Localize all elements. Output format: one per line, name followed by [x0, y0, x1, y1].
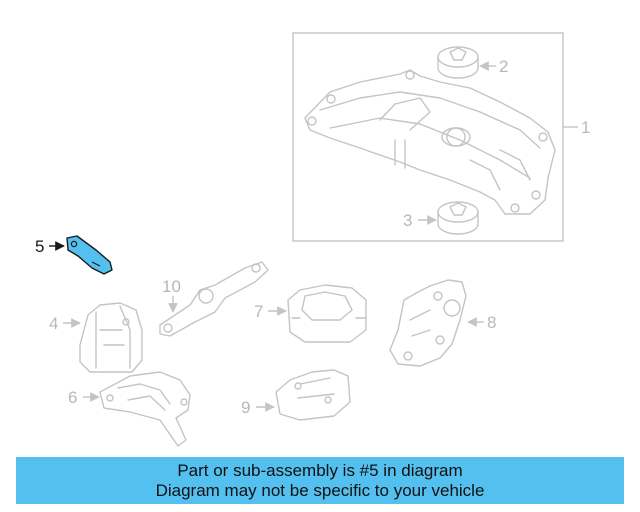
callout-7: 7 — [254, 302, 263, 321]
subframe-group-box — [292, 32, 564, 242]
callout-1: 1 — [581, 118, 590, 137]
callout-2: 2 — [499, 57, 508, 76]
part-2-bushing[interactable] — [437, 46, 479, 79]
diagram-info-banner: Part or sub-assembly is #5 in diagram Di… — [16, 457, 624, 504]
callout-6: 6 — [68, 388, 77, 407]
part-4-engine-mount[interactable] — [79, 302, 143, 373]
callout-8: 8 — [487, 313, 496, 332]
banner-line-1: Part or sub-assembly is #5 in diagram — [177, 460, 463, 480]
callout-9: 9 — [241, 398, 250, 417]
part-3-bushing[interactable] — [437, 201, 479, 235]
part-6-bracket[interactable] — [99, 371, 191, 447]
part-8-bracket[interactable] — [389, 279, 467, 367]
part-10-torque-rod[interactable] — [159, 261, 269, 337]
callout-4: 4 — [49, 314, 58, 333]
callout-5: 5 — [35, 237, 44, 256]
part-7-transmission-mount[interactable] — [287, 284, 367, 343]
part-1-subframe[interactable] — [304, 69, 556, 215]
callout-10: 10 — [162, 277, 181, 296]
part-5-bracket[interactable] — [66, 235, 113, 275]
callout-3: 3 — [403, 211, 412, 230]
banner-line-2: Diagram may not be specific to your vehi… — [155, 480, 485, 500]
part-9-mount[interactable] — [275, 369, 351, 421]
